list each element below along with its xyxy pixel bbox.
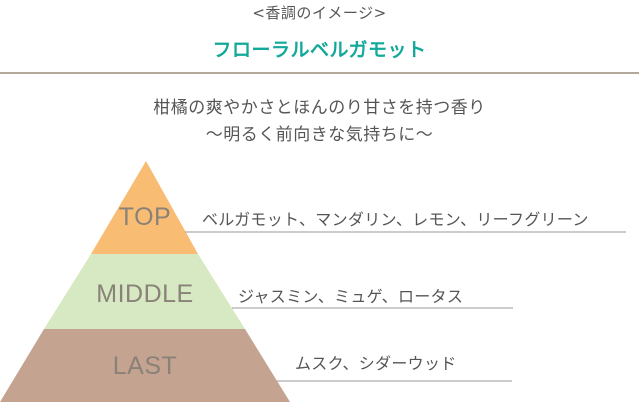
description-line-2: 〜明るく前向きな気持ちに〜 [205,125,434,145]
header-label: <香調のイメージ> [252,4,387,22]
pyramid-tier-last [0,329,290,402]
tier-label-top: TOP [118,203,172,231]
fragrance-title: フローラルベルガモット [212,39,427,61]
tier-label-middle: MIDDLE [96,280,194,308]
description-line-1: 柑橘の爽やかさとほんのり甘さを持つ香り [153,98,486,118]
divider [0,72,639,74]
tier-label-last: LAST [112,352,178,380]
pyramid-tier-top [91,161,198,254]
last-notes: ムスク、シダーウッド [295,354,457,373]
top-notes: ベルガモット、マンダリン、レモン、リーフグリーン [202,210,589,229]
middle-notes: ジャスミン、ミュゲ、ロータス [238,287,464,306]
pyramid-tier-middle [44,254,245,329]
